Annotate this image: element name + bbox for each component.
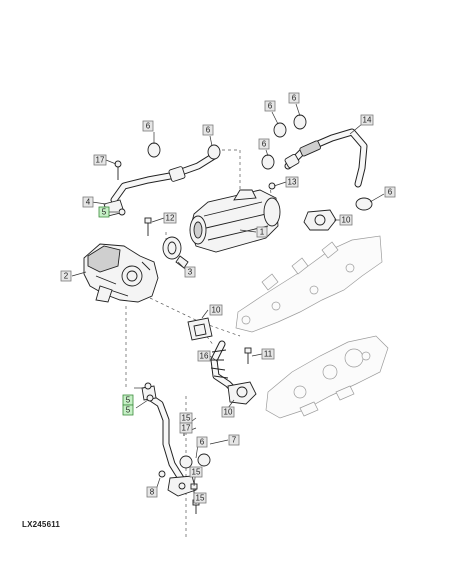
- callout-6-f: 6: [384, 186, 396, 198]
- callout-6-c: 6: [264, 100, 276, 112]
- svg-text:17: 17: [96, 156, 105, 165]
- callout-7: 7: [228, 434, 240, 446]
- egr-cooler-part: [189, 189, 281, 253]
- callout-2: 2: [60, 270, 72, 282]
- callout-6-e: 6: [258, 138, 270, 150]
- svg-text:1: 1: [260, 228, 265, 237]
- svg-text:8: 8: [150, 488, 155, 497]
- callout-17-b: 17: [179, 422, 193, 434]
- clamp-part-3: [162, 236, 189, 269]
- callout-15-c: 15: [193, 492, 207, 504]
- svg-text:10: 10: [212, 306, 221, 315]
- callout-6-g: 6: [196, 436, 208, 448]
- svg-text:6: 6: [206, 126, 211, 135]
- svg-text:4: 4: [86, 198, 91, 207]
- callout-6-b: 6: [202, 124, 214, 136]
- svg-text:5: 5: [102, 208, 107, 217]
- svg-text:13: 13: [288, 178, 297, 187]
- svg-text:17: 17: [182, 424, 191, 433]
- svg-text:14: 14: [363, 116, 372, 125]
- svg-text:5: 5: [126, 406, 131, 415]
- callout-17-a: 17: [93, 154, 107, 166]
- svg-text:5: 5: [126, 396, 131, 405]
- hose-part-14: [284, 128, 368, 188]
- svg-text:15: 15: [196, 494, 205, 503]
- svg-text:2: 2: [64, 272, 69, 281]
- callout-15-b: 15: [189, 466, 203, 478]
- exhaust-manifold-ghost: [235, 235, 389, 419]
- svg-text:6: 6: [292, 94, 297, 103]
- callout-1: 1: [256, 226, 268, 238]
- svg-text:6: 6: [146, 122, 151, 131]
- gasket-part-10-b: [303, 209, 337, 231]
- callout-16: 16: [197, 350, 211, 362]
- svg-text:10: 10: [224, 408, 233, 417]
- gasket-part-10-a: [187, 317, 213, 341]
- svg-text:6: 6: [200, 438, 205, 447]
- callout-3: 3: [184, 266, 196, 278]
- document-id-label: LX245611: [22, 520, 61, 529]
- svg-text:12: 12: [166, 214, 175, 223]
- svg-text:15: 15: [192, 468, 201, 477]
- svg-text:11: 11: [264, 350, 273, 359]
- svg-text:16: 16: [200, 352, 209, 361]
- svg-text:6: 6: [268, 102, 273, 111]
- callout-13: 13: [285, 176, 299, 188]
- callout-5-b: 5: [122, 394, 134, 406]
- callout-6-a: 6: [142, 120, 154, 132]
- callout-10-c: 10: [221, 406, 235, 418]
- svg-text:15: 15: [182, 414, 191, 423]
- clamps-part-6: [147, 114, 373, 469]
- svg-text:7: 7: [232, 436, 237, 445]
- svg-text:6: 6: [262, 140, 267, 149]
- egr-valve-part: [83, 243, 159, 303]
- callout-5-a: 5: [98, 206, 110, 218]
- svg-text:3: 3: [188, 268, 193, 277]
- callout-10-a: 10: [339, 214, 353, 226]
- callout-11: 11: [261, 348, 275, 360]
- callout-5-c: 5: [122, 404, 134, 416]
- callout-8: 8: [146, 486, 158, 498]
- callout-6-d: 6: [288, 92, 300, 104]
- callout-12: 12: [163, 212, 177, 224]
- svg-text:10: 10: [342, 216, 351, 225]
- callout-4: 4: [82, 196, 94, 208]
- svg-text:6: 6: [388, 188, 393, 197]
- callout-10-b: 10: [209, 304, 223, 316]
- gasket-part-10-c: [227, 381, 257, 405]
- callout-14: 14: [360, 114, 374, 126]
- callout-15-a: 15: [179, 412, 193, 424]
- lower-pipe-part-7: [141, 385, 197, 497]
